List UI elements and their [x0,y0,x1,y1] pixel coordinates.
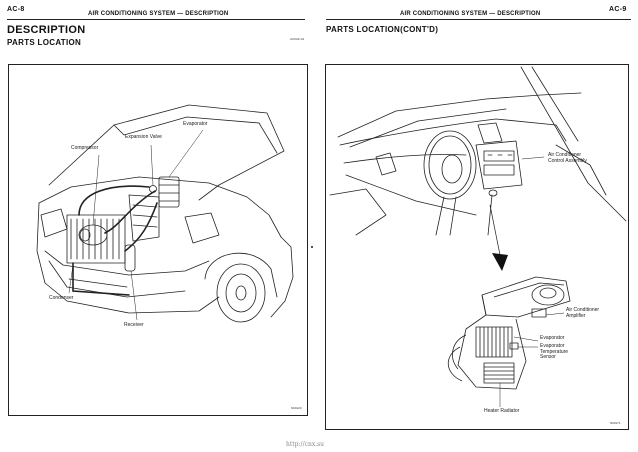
gutter-mark [311,246,313,248]
right-page-title: PARTS LOCATION(CONT'D) [326,25,439,34]
right-section-header: AIR CONDITIONING SYSTEM — DESCRIPTION [400,11,541,17]
label-control-assembly: Air Conditioner Control Assembly [548,152,587,164]
label-receiver: Receiver [124,322,144,328]
label-condenser: Condenser [49,295,74,301]
label-amplifier-line1: Air Conditioner [566,307,600,313]
label-amplifier-line2: Amplifier [566,312,586,319]
label-temp-sensor-line1: Evaporator [540,343,565,349]
left-ref-code: AC0AK-01 [290,37,305,41]
label-temp-sensor-line3: Sensor [540,354,556,360]
label-temp-sensor: Evaporator Temperature Sensor [540,343,569,361]
dashboard-figure: Air Conditioner Control Assembly Air Con… [325,64,629,430]
right-page-code: AC-9 [609,6,627,13]
left-page-code: AC-8 [7,6,25,13]
label-control-assembly-line2: Control Assembly [548,157,587,164]
left-page-subtitle: PARTS LOCATION [7,38,82,47]
left-section-header: AIR CONDITIONING SYSTEM — DESCRIPTION [88,11,229,17]
label-control-assembly-line1: Air Conditioner [548,152,582,158]
right-header-rule [326,19,631,20]
label-compressor: Compressor [71,145,99,151]
left-page-title: DESCRIPTION [7,24,86,36]
label-expansion-valve: Expansion Valve [125,134,162,140]
engine-bay-figure: Evaporator Expansion Valve Compressor Co… [8,64,308,416]
label-evaporator-right: Evaporator [540,335,565,341]
engine-bay-illustration [36,104,294,323]
label-heater-radiator: Heater Radiator [484,408,520,414]
label-evaporator-left: Evaporator [183,121,208,127]
dashboard-illustration [329,66,627,407]
left-header-rule [7,19,305,20]
label-temp-sensor-line2: Temperature [540,348,569,355]
left-figure-code: N00120 [291,406,302,410]
right-figure-code: N00171 [610,421,621,425]
label-amplifier: Air Conditioner Amplifier [566,307,600,319]
footer-url-watermark: http://cnx.su [286,441,325,448]
